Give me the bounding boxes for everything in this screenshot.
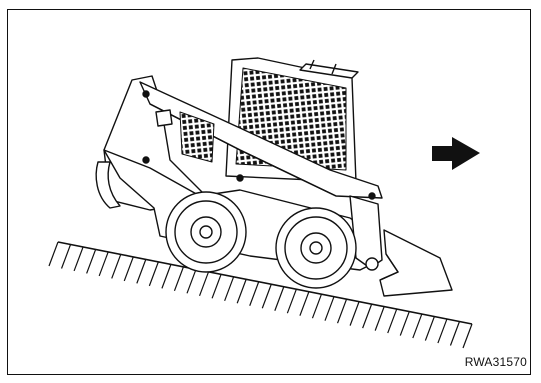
figure-code: RWA31570	[465, 355, 527, 369]
right-arrow-icon	[432, 137, 480, 170]
rear-wheel	[166, 192, 246, 272]
front-wheel	[276, 208, 356, 288]
